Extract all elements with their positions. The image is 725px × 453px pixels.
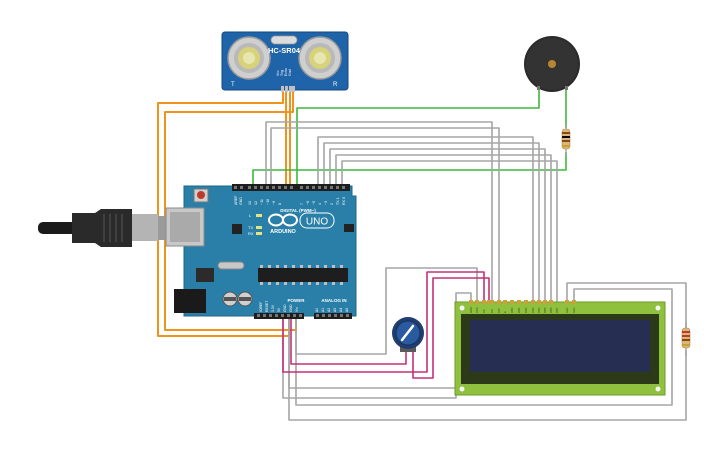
model-label: UNO — [306, 217, 328, 228]
wire-green-buzzer-3[interactable] — [252, 152, 567, 186]
lcd-pin-db4: DB4 — [537, 307, 541, 313]
wire-green-buzzer-1[interactable] — [296, 88, 540, 186]
analog-pin-a4: A4 — [339, 308, 343, 312]
lcd-pin-db7: DB7 — [555, 307, 559, 313]
lcd-pin-gnd: GND — [469, 307, 473, 313]
wire-magenta-3[interactable] — [290, 318, 407, 365]
sensor-pin-gnd: Gnd — [288, 69, 292, 76]
usb-cable — [38, 209, 170, 247]
pin-label-4: 4 — [318, 203, 322, 205]
arduino-uno-board[interactable]: AREF GND 13 12 ~11 ~10 ~9 8 7 ~6 ~5 4 ~3… — [165, 184, 357, 319]
piezo-buzzer[interactable] — [524, 36, 580, 92]
sensor-pin-vcc: Vcc — [276, 70, 280, 76]
analog-pin-a5: A5 — [345, 308, 349, 312]
power-header[interactable] — [254, 313, 304, 319]
sensor-side-r: R — [333, 82, 338, 88]
pin-label-8: 8 — [278, 203, 282, 205]
lcd-pin-led-k: LED — [572, 308, 576, 313]
lcd-pin-led-a: LED — [565, 308, 569, 313]
pin-label-tx: TX 1 — [336, 197, 340, 205]
wire-gray-lcd-extra[interactable] — [341, 160, 558, 302]
atmega-chip — [258, 268, 348, 282]
analog-header[interactable] — [314, 313, 352, 319]
sensor-pin-trig: Trig — [280, 70, 284, 76]
lcd-pin-e: E — [503, 311, 507, 313]
lcd-pin-db1: DB1 — [517, 307, 521, 313]
potentiometer-knob[interactable] — [400, 324, 415, 342]
analog-label: ANALOG IN — [321, 298, 346, 303]
wire-gray-led-a[interactable] — [566, 282, 687, 330]
wire-gray-lcd-db7[interactable] — [335, 154, 552, 302]
lcd-pin-db3: DB3 — [531, 307, 535, 313]
wire-magenta-1[interactable] — [282, 271, 485, 373]
buzzer-hole — [548, 60, 556, 68]
lcd-display[interactable]: GND VCC V0 RS RW E DB0 DB1 DB2 DB3 DB4 D… — [454, 300, 666, 396]
lcd-pin-db5: DB5 — [543, 307, 547, 313]
lcd-pin-db0: DB0 — [510, 307, 514, 313]
lcd-pin-db2: DB2 — [524, 307, 528, 313]
pin-label-aref: AREF — [234, 195, 238, 205]
power-pin-gnd1: GND — [283, 304, 287, 312]
wire-gray-lcd-db5[interactable] — [323, 142, 540, 302]
power-pin-reset: RESET — [265, 301, 269, 312]
wire-gray-led-k[interactable] — [295, 288, 673, 406]
pin-label-gnd: GND — [239, 197, 243, 205]
power-pin-vin: Vin — [295, 307, 299, 312]
wire-gray-lcd-db4[interactable] — [317, 136, 534, 302]
sensor-pin-echo: Echo — [284, 68, 288, 76]
sensor-model-label: HC-SR04 — [268, 46, 301, 55]
power-pin-3v3: 3.3V — [271, 304, 275, 312]
power-pin-5v: 5V — [277, 307, 281, 312]
wire-gray-lcd-e[interactable] — [270, 127, 500, 302]
lcd-screen — [470, 320, 650, 372]
wire-magenta-2[interactable] — [412, 277, 490, 379]
power-label: POWER — [287, 298, 305, 303]
led-label-rx: RX — [248, 231, 254, 236]
wire-gray-lcd-vcc[interactable] — [295, 267, 478, 355]
power-pin-gnd2: GND — [289, 304, 293, 312]
lcd-pin-db6: DB6 — [549, 307, 553, 313]
pin-label-10: ~10 — [266, 199, 270, 205]
analog-pin-a2: A2 — [327, 308, 331, 312]
lcd-pin-vcc: VCC — [475, 307, 479, 313]
potentiometer[interactable] — [392, 317, 424, 352]
analog-pin-a1: A1 — [321, 308, 325, 312]
ultrasonic-sensor[interactable]: HC-SR04 T R Vcc Trig Echo Gnd — [221, 31, 349, 92]
lcd-pin-v0: V0 — [482, 309, 486, 313]
sensor-side-t: T — [231, 82, 235, 88]
power-jack — [174, 289, 206, 313]
arduino-logo — [268, 213, 298, 227]
resistor-lcd-backlight[interactable] — [681, 322, 691, 356]
sensor-pins[interactable] — [281, 86, 295, 92]
wire-gray-lcd-rs[interactable] — [265, 121, 493, 302]
pin-label-11: ~11 — [260, 199, 264, 205]
led-label-tx: TX — [248, 225, 253, 230]
resistor-buzzer[interactable] — [561, 124, 571, 156]
pin-label-2: 2 — [330, 203, 334, 205]
wire-gray-lcd-db6[interactable] — [329, 148, 546, 302]
pin-label-13: 13 — [248, 201, 252, 205]
pin-label-rx: RX 0 — [342, 197, 346, 205]
lcd-pin-rw: RW — [497, 308, 501, 313]
pin-label-6: ~6 — [306, 201, 310, 205]
pin-label-9: ~9 — [272, 201, 276, 205]
lcd-pin-rs: RS — [490, 309, 494, 313]
power-pin-ioref: IOREF — [259, 302, 263, 312]
brand-label: ARDUINO — [270, 229, 296, 235]
analog-pin-a0: A0 — [315, 308, 319, 312]
analog-pin-a3: A3 — [333, 308, 337, 312]
pin-label-7: 7 — [300, 203, 304, 205]
led-label-l: L — [249, 213, 252, 218]
pin-label-12: 12 — [254, 201, 258, 205]
pin-label-5: ~5 — [312, 201, 316, 205]
pin-label-3: ~3 — [324, 201, 328, 205]
digital-label: DIGITAL (PWM~) — [280, 208, 316, 213]
